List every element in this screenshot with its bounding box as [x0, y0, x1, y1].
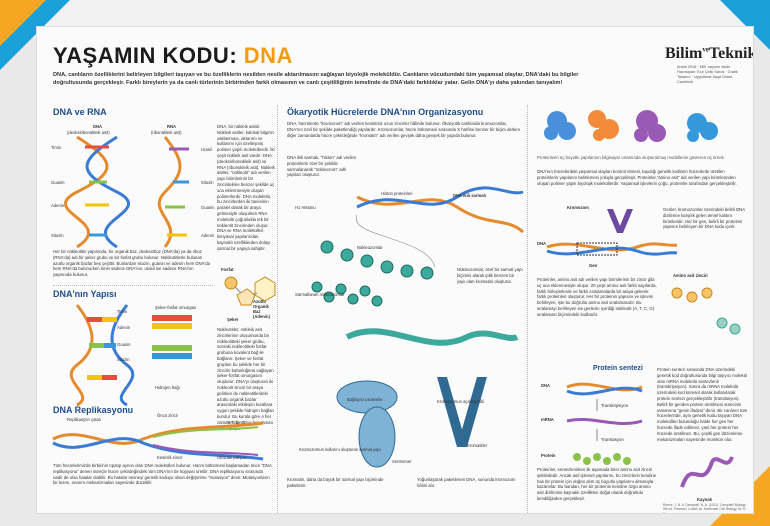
section-title-dna-rna: DNA ve RNA	[53, 107, 107, 117]
organization-label: Kromozomun kollarını oluşturan sarmal ya…	[299, 447, 381, 452]
nucleic-acid-text: DNA, bir nükleik asittir. Nükleik asitle…	[217, 124, 275, 251]
base-label: Sitozin	[201, 180, 214, 185]
synthesis-step-label: Protein	[541, 453, 556, 458]
dna-structure-ladder	[69, 304, 192, 407]
nucleotide-illustration	[224, 276, 276, 306]
base-adenin-label: Azotlu Organik Baz (Adenin)	[253, 299, 270, 319]
replication-label: Yeni zincir	[227, 420, 246, 425]
synthesis-step-label: Transkripsiyon	[601, 403, 629, 408]
chromosome-label: Kromozom	[567, 205, 589, 210]
chromatin-illustration	[311, 186, 525, 468]
gene-text: Genler, kromozomlar üzerindeki belirli D…	[663, 207, 745, 230]
organization-label: Sentromer	[392, 459, 412, 464]
organization-intro: DNA, hücrelerde "kromozom" adı verilen k…	[287, 121, 520, 138]
section-title-structure: DNA'nın Yapısı	[53, 289, 117, 299]
organization-label: DNA ikili sarmalı	[453, 193, 486, 198]
dna-gene-label: DNA	[537, 241, 547, 246]
rna-sub-label: (ribonükleik asit)	[151, 130, 182, 135]
base-label: Guanin	[51, 180, 65, 185]
synthesis-step-label: mRNA	[541, 417, 554, 422]
base-label: Adenin	[201, 233, 215, 238]
gene-label: Gen	[589, 263, 598, 268]
protein-synthesis-diagram	[566, 382, 643, 465]
protein-intro-text: DNA'nın hücrelerdeki yaşamsal olayları k…	[537, 169, 737, 186]
poster-title: YAŞAMIN KODU: DNA	[53, 43, 293, 68]
base-label: Adenin	[51, 203, 65, 208]
section-title-organization: Ökaryotik Hücrelerde DNA'nın Organizasyo…	[287, 107, 484, 117]
synthesis-step-label: Translasyon	[601, 437, 624, 442]
rna-strand-illustration	[157, 136, 189, 248]
base-label: Timin	[51, 145, 62, 150]
structure-base-label: Sitozin	[117, 357, 130, 362]
intro-text: DNA, canlıların özelliklerini belirleyen…	[53, 72, 579, 86]
base-label: Sitozin	[51, 233, 64, 238]
protein-folding-text: Proteinler, sentezlenirken ilk aşamada b…	[537, 467, 657, 501]
column-divider	[277, 105, 278, 513]
organization-label: Histon proteinleri	[381, 191, 413, 196]
dna-helix-illustration	[64, 135, 130, 249]
nucleosome-text: Nükleozomlar, özel bir sarmal yapı biçim…	[457, 267, 523, 284]
histone-text: DNA ikili sarmalı, "histon" adı verilen …	[287, 155, 357, 178]
amino-acid-chain	[671, 287, 741, 335]
organization-label: H1 Histonu	[295, 205, 316, 210]
replication-label: Kesintili zincir	[157, 455, 183, 460]
aminoacid-label: Amino asit zinciri	[673, 273, 708, 278]
synthesis-step-label: DNA	[541, 383, 551, 388]
hbond-label: Hidrojen bağı	[155, 385, 180, 390]
organization-label: Kromozomun açılmış hâli	[437, 399, 485, 404]
organization-label: Sarmallanan nükleozomlar	[295, 292, 345, 297]
dna-label: DNA	[93, 124, 103, 129]
folded-protein-illustration	[680, 456, 734, 488]
base-label: Urasil	[201, 147, 212, 152]
structure-base-label: Guanin	[117, 342, 131, 347]
references-text: Reece, J. B. & Campbell, N. A. (2011). C…	[663, 503, 747, 514]
protein-aminoacid-text: Proteinler, amino asit adı verilen yapı …	[537, 277, 657, 317]
protein-models-caption: Proteinlerin üç boyutlu yapılarının bilg…	[537, 155, 725, 160]
structure-base-label: Adenin	[117, 325, 131, 330]
chromosome-bottom-text: Yoğunlaşarak paketlenen DNA, sonunda kro…	[417, 477, 516, 488]
replication-label: Okazaki parçası	[217, 455, 248, 460]
protein-models	[544, 110, 718, 142]
organization-label: Bağlayıcı proteinler	[347, 397, 383, 402]
section-title-protein-synthesis: Protein sentezi	[593, 365, 643, 372]
column-divider	[527, 105, 528, 513]
base-label: Guanin	[201, 205, 215, 210]
section-title-replication: DNA Replikasyonu	[53, 405, 134, 415]
replication-label: Replikasyon çatalı	[67, 417, 101, 422]
nucleotide-text: Nükleotitler, nükleik asit zincirlerinin…	[217, 327, 275, 431]
replication-label: Öncü zincir	[157, 413, 178, 418]
protein-synthesis-text: Protein sentezi sırasında DNA üzerindeki…	[657, 367, 748, 442]
section-divider	[53, 285, 213, 286]
chromatin-bottom-text: Kromatin, daha da büyük bir sarmal yapı …	[287, 477, 384, 488]
backbone-label: Şeker-fosfat omurgası	[155, 305, 197, 310]
dna-sub-label: (deoksiribonükleik asit)	[67, 130, 110, 135]
organization-label: Nükleozomlar	[357, 245, 383, 250]
replication-text: Tüm hücrelerimizde birbirinin tıpatıp ay…	[53, 463, 272, 486]
magazine-logo: BilimveTeknik	[665, 45, 754, 62]
source-label: Kaynak	[697, 497, 712, 502]
replication-illustration	[52, 421, 264, 461]
chromosome-to-gene	[546, 209, 678, 256]
seker-label: Şeker	[227, 317, 239, 322]
dna-rna-bottom-text: Her bir nükleotitin yapısında, bir organ…	[53, 249, 211, 278]
structure-base-label: Timin	[117, 309, 128, 314]
fosfat-label: Fosfat	[221, 267, 234, 272]
organization-label: Kromatitler	[467, 443, 488, 448]
poster: YAŞAMIN KODU: DNA DNA, canlıların özelli…	[36, 26, 754, 514]
rna-label: RNA	[167, 124, 177, 129]
